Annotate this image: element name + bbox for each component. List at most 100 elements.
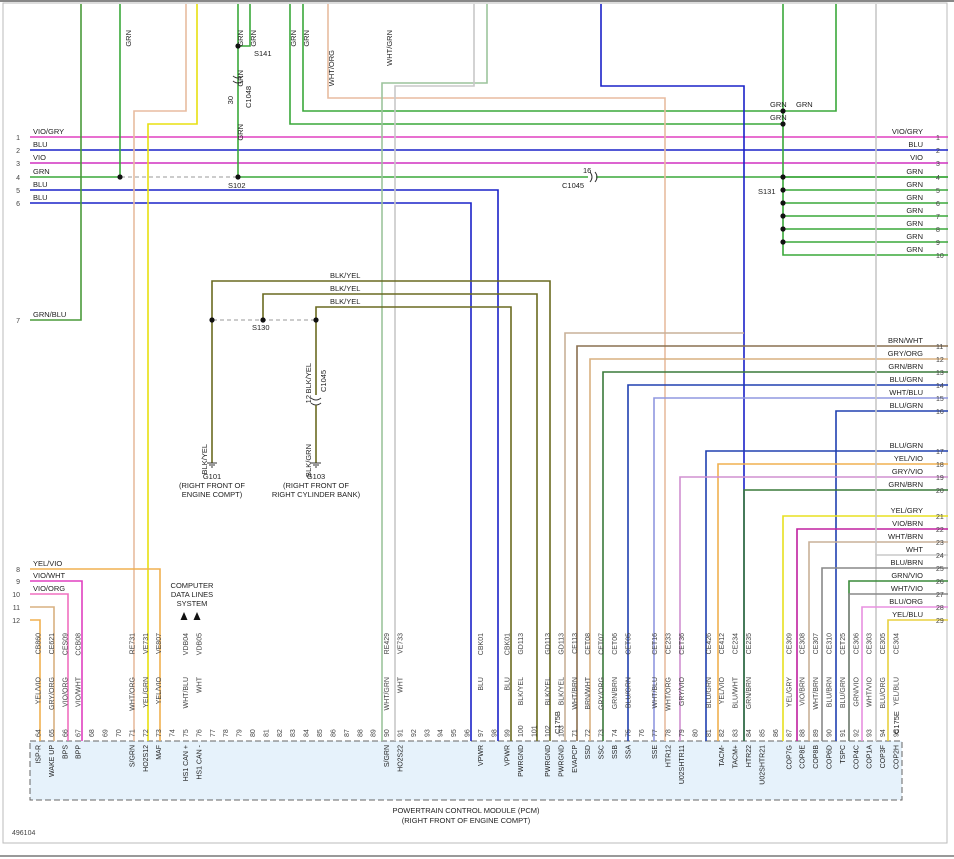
pin-number: 89 <box>371 729 378 737</box>
pin-number: 94 <box>880 729 887 737</box>
pin-number: 92 <box>853 729 860 737</box>
s130-label: S130 <box>252 323 270 332</box>
computer-data-lines-note: COMPUTER <box>171 581 215 590</box>
pin-wire-color: BLU/GRN <box>706 677 713 708</box>
pin-signal: SSA <box>625 745 632 759</box>
pin-signal: BPS <box>62 745 69 759</box>
pin-circuit: CBK01 <box>505 633 512 655</box>
left-line-label: VIO/WHT <box>33 571 65 580</box>
pin-wire-color: BLU/GRN <box>625 677 632 708</box>
right-line-label: BLU <box>908 140 923 149</box>
pin-signal: SSD <box>585 745 592 759</box>
wire-right-19 <box>679 476 948 741</box>
right-line-number: 4 <box>936 175 940 182</box>
wire-label-gr19: BLK/YEL <box>200 444 209 474</box>
pin-circuit: GD113 <box>545 633 552 655</box>
pin-circuit: CE304 <box>894 633 901 655</box>
right-line-label: GRN <box>906 206 923 215</box>
pin-wire-color: GRN/VIO <box>853 676 860 706</box>
s102-label: S102 <box>228 181 246 190</box>
wire-right-11 <box>576 345 948 741</box>
right-line-number: 9 <box>936 240 940 247</box>
pin-circuit: CET08 <box>585 633 592 655</box>
wire-right-20 <box>743 489 948 741</box>
right-line-number: 12 <box>936 357 944 364</box>
pin-number: 81 <box>263 729 270 737</box>
pin-number: 74 <box>612 729 619 737</box>
right-line-number: 17 <box>936 449 944 456</box>
pin-circuit: CET07 <box>599 633 606 655</box>
pin-circuit: CE303 <box>867 633 874 655</box>
pin-wire-color: GRY/ORG <box>599 677 606 710</box>
pin-signal: COP8B <box>813 745 820 769</box>
pin-number: 76 <box>639 729 646 737</box>
wire-label-gr16: BLK/YEL <box>330 271 360 280</box>
pin-circuit: CE412 <box>719 633 726 655</box>
pin-number: 101 <box>532 725 539 737</box>
left-line-label: GRN/BLU <box>33 310 66 319</box>
left-line-label: BLU <box>33 140 48 149</box>
splice-dot <box>780 200 786 206</box>
pin-signal: COP3F <box>880 745 887 768</box>
pin-wire-color: YEL/VIO <box>156 676 163 704</box>
pin-number: 83 <box>290 729 297 737</box>
pin-signal: TSPC <box>840 745 847 764</box>
right-line-number: 24 <box>936 553 944 560</box>
wire-label-gr2: GRN <box>236 30 245 47</box>
wire-grn-blu <box>30 4 82 321</box>
right-line-number: 23 <box>936 540 944 547</box>
c1045-symbol <box>589 171 598 183</box>
wire-label-gr15: 12 <box>304 395 313 403</box>
pin-number: 80 <box>250 729 257 737</box>
pin-circuit: CBK01 <box>478 633 485 655</box>
wire-label-gr9: GRN <box>236 124 245 141</box>
right-line-number: 2 <box>936 148 940 155</box>
pcm-title: POWERTRAIN CONTROL MODULE (PCM) <box>392 806 540 815</box>
pin-number: 85 <box>759 729 766 737</box>
pin-signal: S/GRN <box>129 745 136 767</box>
pin-signal: PWRGND <box>518 745 525 777</box>
pin-wire-color: WHT <box>196 676 203 693</box>
pin-circuit: CE307 <box>813 633 820 655</box>
pin-signal: VPWR <box>505 745 512 766</box>
pin-circuit: CB860 <box>36 633 43 655</box>
pin-wire-color: WHT/BLU <box>652 677 659 709</box>
c1048-label: C1048 <box>244 86 253 108</box>
wire-right-23 <box>808 541 948 741</box>
wire-label-gr11: GRN <box>796 100 813 109</box>
wire-grn-top-b <box>302 4 837 112</box>
right-line-label: GRY/ORG <box>888 349 923 358</box>
labels-layer: 1VIO/GRY2BLU3VIO4GRN5BLU6BLU7GRN/BLU8YEL… <box>12 30 944 837</box>
pin-number: 65 <box>49 729 56 737</box>
splice-dot <box>780 213 786 219</box>
pin-number: 102 <box>545 725 552 737</box>
wire-label-gr7: WHT/GRN <box>385 30 394 66</box>
pin-wire-color: WHT/ORG <box>129 677 136 711</box>
right-line-label: GRN <box>906 180 923 189</box>
right-line-number: 27 <box>936 592 944 599</box>
pin-number: 76 <box>196 729 203 737</box>
data-line-arrow <box>193 612 201 620</box>
wire-grn-s131-riser <box>782 4 948 256</box>
right-line-number: 5 <box>936 188 940 195</box>
pin-circuit: CET36 <box>679 633 686 655</box>
splice-dot <box>209 317 215 323</box>
left-line-label: VIO/GRY <box>33 127 64 136</box>
pin-wire-color: GRY/VIO <box>679 676 686 706</box>
left-line-label: VIO/ORG <box>33 584 65 593</box>
pin-signal: TACM- <box>719 744 726 766</box>
wire-bpp <box>30 580 83 741</box>
wire-label-gr13: 30 <box>226 96 235 104</box>
wire-right-17 <box>705 450 948 741</box>
right-line-label: BLU/ORG <box>889 597 923 606</box>
wire-label-gr5: GRN <box>302 30 311 47</box>
wire-label-gr8: GRN <box>236 70 245 87</box>
right-line-label: GRN <box>906 219 923 228</box>
wire-right-28 <box>861 606 948 741</box>
right-line-number: 3 <box>936 161 940 168</box>
right-line-label: YEL/GRY <box>891 506 923 515</box>
pin-number: 66 <box>62 729 69 737</box>
right-line-label: GRY/VIO <box>892 467 923 476</box>
pin-number: 97 <box>478 729 485 737</box>
